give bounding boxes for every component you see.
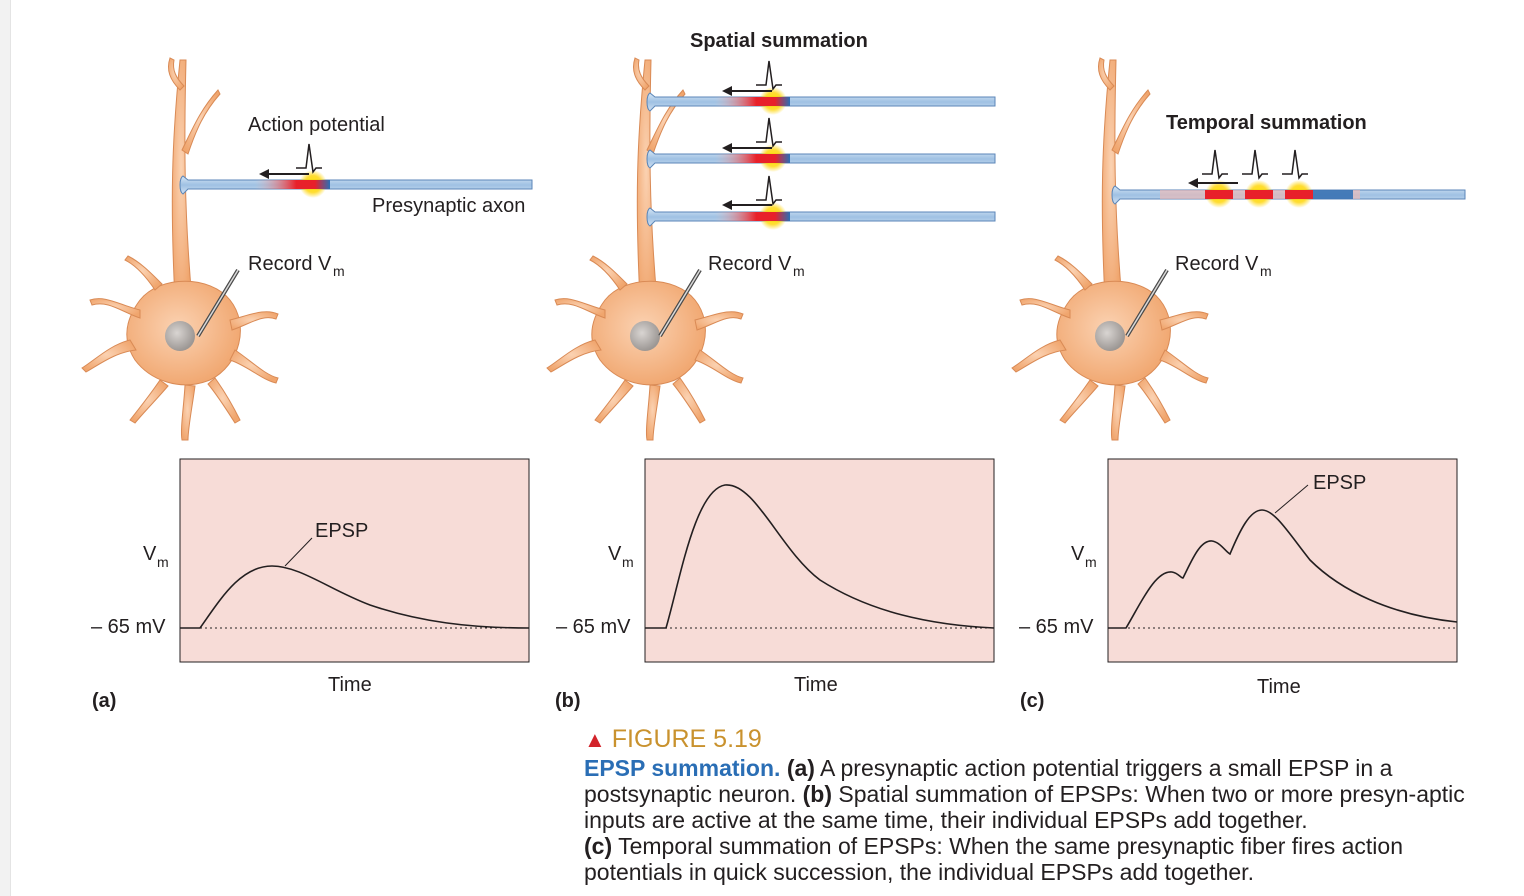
caption-tag-c: (c) [584,833,613,859]
caption-tag-b: (b) [802,781,833,807]
caption-text-a: A presynaptic action potential triggers … [584,755,1393,807]
svg-text:V: V [608,543,622,565]
panel-letter-b: (b) [555,690,581,712]
panel-b: Spatial summation Record V m [546,30,996,712]
x-axis-label: Time [328,674,372,696]
epsp-summation-figure: Action potential Presynaptic axon Record… [81,30,1466,712]
figure-number: ▲FIGURE 5.19 [584,725,762,753]
svg-text:m: m [622,554,634,570]
svg-text:m: m [157,554,169,570]
summed-epsp-curve [645,484,995,629]
y-axis-label: V m [143,543,169,570]
triangle-icon: ▲ [584,727,606,752]
epsp-label: EPSP [315,520,368,542]
graph-c: EPSP V m – 65 mV Time [1019,458,1458,698]
svg-text:m: m [333,263,345,279]
y-axis-label: V m [1071,543,1097,570]
presynaptic-axon-label: Presynaptic axon [372,195,525,217]
caption-tag-a: (a) [786,755,815,781]
action-potential-trace [1201,149,1229,179]
graph-a: EPSP V m – 65 mV Time [91,458,530,696]
figure-caption: ▲FIGURE 5.19 EPSP summation. (a) A presy… [584,724,1484,885]
svg-text:m: m [1085,554,1097,570]
epsp-curve [180,565,530,629]
y-axis-label: V m [608,543,634,570]
presynaptic-axon-a [179,170,533,198]
panel-a: Action potential Presynaptic axon Record… [81,57,533,712]
action-potential-trace [1241,149,1269,179]
ap-spike [255,180,330,189]
action-potential-trace [755,175,783,205]
graph-area [1107,458,1458,663]
caption-text-c: Temporal summation of EPSPs: When the sa… [584,833,1403,885]
presynaptic-axon-b3 [646,202,996,230]
action-potential-trace [755,60,783,90]
figure-title: EPSP summation. [584,755,781,781]
action-potential-label: Action potential [248,114,385,136]
caption-text-b: Spatial summation of EPSPs: When two or … [584,781,1465,833]
baseline-label: – 65 mV [91,616,166,638]
svg-text:m: m [1260,263,1272,279]
x-axis-label: Time [794,674,838,696]
svg-text:m: m [793,263,805,279]
presynaptic-axon-b2 [646,144,996,172]
svg-text:V: V [143,543,157,565]
graph-b: V m – 65 mV Time [556,458,995,696]
epsp-label: EPSP [1313,472,1366,494]
action-potential-trace [1281,149,1309,179]
action-potential-trace [755,117,783,147]
action-potential-trace [295,143,323,173]
panel-letter-c: (c) [1020,690,1044,712]
epsp-leader [1274,484,1309,514]
record-label-b: Record V m [708,253,805,279]
baseline-label: – 65 mV [556,616,631,638]
record-label-a: Record V m [248,253,345,279]
svg-text:Record V: Record V [708,253,792,275]
epsp-leader [284,537,313,567]
baseline-label: – 65 mV [1019,616,1094,638]
presynaptic-axon-c [1111,180,1466,208]
temporal-epsp-curve [1108,509,1458,629]
left-margin-bar [0,0,11,896]
panel-c: Temporal summation Record V m [1011,57,1466,712]
svg-text:V: V [1071,543,1085,565]
x-axis-label: Time [1257,676,1301,698]
temporal-summation-title: Temporal summation [1166,112,1367,134]
record-label-c: Record V m [1175,253,1272,279]
graph-area [179,458,530,663]
svg-text:Record V: Record V [248,253,332,275]
neuron-b [546,57,744,441]
graph-area [644,458,995,663]
svg-text:Record V: Record V [1175,253,1259,275]
panel-letter-a: (a) [92,690,116,712]
spatial-summation-title: Spatial summation [690,30,868,52]
presynaptic-axon-b1 [646,87,996,115]
